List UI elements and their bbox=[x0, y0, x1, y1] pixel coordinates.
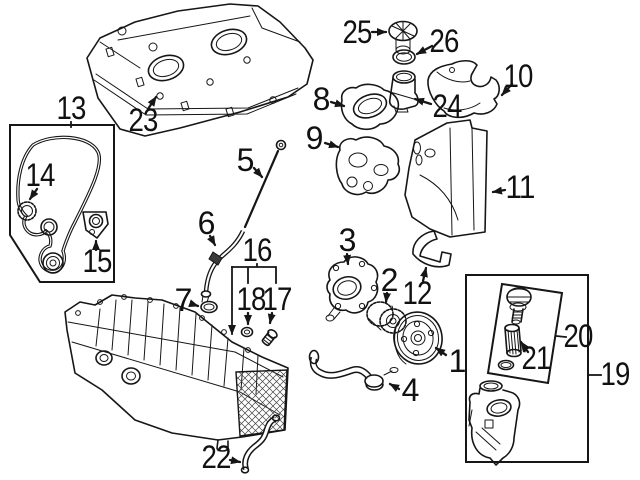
oil-pan-drawing bbox=[64, 294, 289, 452]
valve-cover-drawing bbox=[86, 3, 314, 137]
callout-24[interactable]: 24 bbox=[413, 88, 463, 124]
callout-19[interactable]: 19 bbox=[588, 356, 631, 392]
callout-3[interactable]: 3 bbox=[339, 222, 357, 266]
water-pump-drawing bbox=[325, 256, 379, 322]
drain-plug-washer-drawing bbox=[240, 326, 254, 338]
oil-drain-hose-drawing bbox=[240, 414, 281, 474]
callout-9-label[interactable]: 9 bbox=[306, 120, 324, 156]
cam-sprocket-drawing bbox=[17, 201, 37, 221]
callout-16[interactable]: 16 bbox=[228, 232, 277, 335]
callout-14[interactable]: 14 bbox=[26, 157, 56, 201]
callout-10[interactable]: 10 bbox=[500, 58, 534, 97]
callout-9[interactable]: 9 bbox=[306, 120, 340, 156]
callout-18-label[interactable]: 18 bbox=[237, 281, 267, 317]
crank-sprocket-drawing bbox=[42, 252, 64, 274]
oil-filter-cap-drawing bbox=[506, 287, 532, 325]
crankshaft-pulley-drawing bbox=[393, 311, 443, 365]
callout-5[interactable]: 5 bbox=[237, 142, 264, 179]
dipstick-drawing bbox=[243, 139, 287, 229]
filler-cap-seal-drawing bbox=[392, 49, 416, 65]
oil-filter-housing-drawing bbox=[468, 380, 521, 466]
callout-26-label[interactable]: 26 bbox=[430, 23, 460, 59]
callout-14-label[interactable]: 14 bbox=[26, 157, 56, 193]
callout-11[interactable]: 11 bbox=[491, 169, 536, 205]
oil-filter-kit-box bbox=[486, 282, 564, 385]
callout-2-label[interactable]: 2 bbox=[381, 262, 399, 298]
timing-belt-kit-box bbox=[9, 124, 115, 283]
callout-22-label[interactable]: 22 bbox=[202, 439, 232, 475]
callout-3-label[interactable]: 3 bbox=[339, 222, 357, 258]
callout-13-label[interactable]: 13 bbox=[57, 90, 87, 126]
callout-7-label[interactable]: 7 bbox=[175, 282, 193, 318]
callout-15[interactable]: 15 bbox=[83, 239, 113, 279]
callout-22[interactable]: 22 bbox=[202, 439, 242, 475]
callout-6-label[interactable]: 6 bbox=[198, 205, 216, 241]
callout-17[interactable]: 17 bbox=[263, 281, 293, 325]
callout-1[interactable]: 1 bbox=[434, 343, 467, 379]
callout-21[interactable]: 21 bbox=[519, 340, 552, 376]
callout-5-label[interactable]: 5 bbox=[237, 142, 255, 178]
callout-18[interactable]: 18 bbox=[237, 281, 267, 326]
tensioner-bracket-drawing bbox=[82, 211, 109, 239]
callout-12-label[interactable]: 12 bbox=[403, 275, 433, 311]
callout-4[interactable]: 4 bbox=[388, 372, 420, 408]
callout-25[interactable]: 25 bbox=[343, 14, 388, 50]
callout-8[interactable]: 8 bbox=[313, 81, 346, 117]
callout-8-label[interactable]: 8 bbox=[313, 81, 331, 117]
callout-25-label[interactable]: 25 bbox=[343, 14, 373, 50]
callout-10-label[interactable]: 10 bbox=[504, 58, 534, 94]
timing-cover-upper-rear-drawing bbox=[427, 59, 500, 119]
oil-filter-housing-box bbox=[465, 274, 589, 463]
timing-cover-rear-drawing bbox=[404, 119, 488, 238]
timing-cover-lower-rear-drawing bbox=[412, 230, 452, 268]
callout-17-label[interactable]: 17 bbox=[263, 281, 293, 317]
callout-23[interactable]: 23 bbox=[129, 95, 159, 138]
callout-4-label[interactable]: 4 bbox=[402, 372, 420, 408]
callout-1-label[interactable]: 1 bbox=[449, 343, 467, 379]
callout-7[interactable]: 7 bbox=[175, 282, 200, 318]
callout-24-label[interactable]: 24 bbox=[433, 88, 463, 124]
timing-belt-drawing bbox=[16, 135, 101, 274]
callout-16-label[interactable]: 16 bbox=[243, 232, 273, 268]
callout-23-label[interactable]: 23 bbox=[129, 102, 159, 138]
oil-filler-tube-drawing bbox=[388, 70, 419, 113]
callout-20[interactable]: 20 bbox=[555, 318, 594, 354]
callout-19-label[interactable]: 19 bbox=[601, 356, 631, 392]
callout-20-label[interactable]: 20 bbox=[564, 318, 594, 354]
filter-o-ring-drawing bbox=[497, 359, 515, 371]
callout-11-label[interactable]: 11 bbox=[506, 169, 536, 205]
timing-cover-upper-front-drawing bbox=[340, 83, 400, 131]
callout-15-label[interactable]: 15 bbox=[83, 243, 113, 279]
oil-pickup-tube-drawing bbox=[308, 349, 399, 391]
idler-pulley-drawing bbox=[40, 218, 58, 236]
oil-filter-element-drawing bbox=[504, 323, 522, 358]
callout-21-label[interactable]: 21 bbox=[522, 340, 552, 376]
callout-26[interactable]: 26 bbox=[415, 23, 460, 59]
callout-13[interactable]: 13 bbox=[57, 90, 87, 128]
callout-6[interactable]: 6 bbox=[198, 205, 217, 247]
dipstick-tube-seal-drawing bbox=[200, 300, 218, 314]
belt-tensioner-pulley-drawing bbox=[366, 301, 407, 334]
timing-cover-lower-front-drawing bbox=[335, 136, 401, 196]
drain-plug-drawing bbox=[261, 328, 278, 347]
callout-12[interactable]: 12 bbox=[403, 266, 433, 311]
callout-2[interactable]: 2 bbox=[381, 262, 399, 304]
oil-filler-cap-drawing bbox=[388, 20, 418, 55]
dipstick-tube-drawing bbox=[200, 229, 246, 303]
